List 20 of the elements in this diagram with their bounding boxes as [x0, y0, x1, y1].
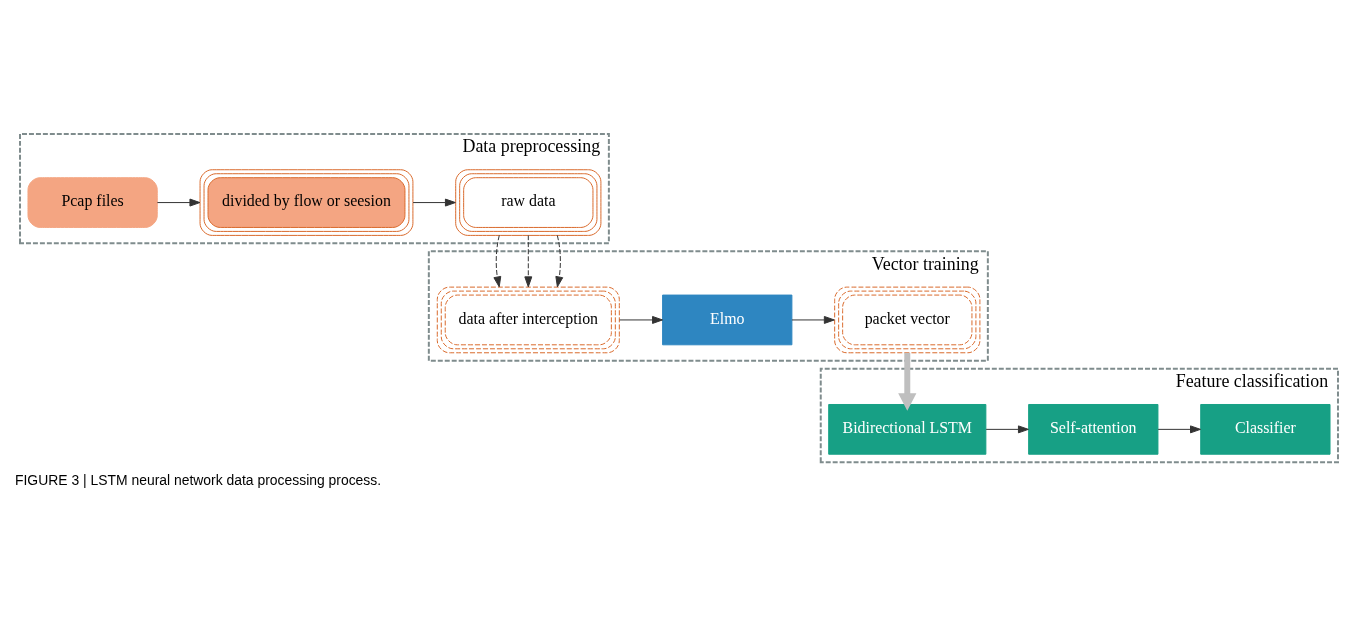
node-box: data after interception	[436, 286, 620, 354]
node-box: Pcap files	[27, 177, 158, 228]
arrow	[493, 234, 502, 288]
arrow	[985, 425, 1029, 434]
node-box: Bidirectional LSTM	[828, 404, 987, 455]
node-box: Classifier	[1200, 404, 1331, 455]
caption: FIGURE 3 | LSTM neural network data processing process.	[15, 472, 382, 489]
arrow	[412, 198, 456, 207]
arrow	[156, 198, 201, 207]
node-box: Elmo	[662, 294, 793, 346]
node-box: raw data	[455, 169, 602, 236]
node-box: packet vector	[834, 286, 981, 354]
arrow	[791, 315, 835, 324]
node-box: divided by flow or seesion	[199, 169, 414, 236]
arrow	[619, 315, 663, 324]
arrow	[898, 352, 917, 411]
arrow	[524, 234, 533, 288]
arrow	[555, 234, 564, 288]
arrow	[1157, 425, 1201, 434]
node-box: Self-attention	[1028, 404, 1159, 455]
